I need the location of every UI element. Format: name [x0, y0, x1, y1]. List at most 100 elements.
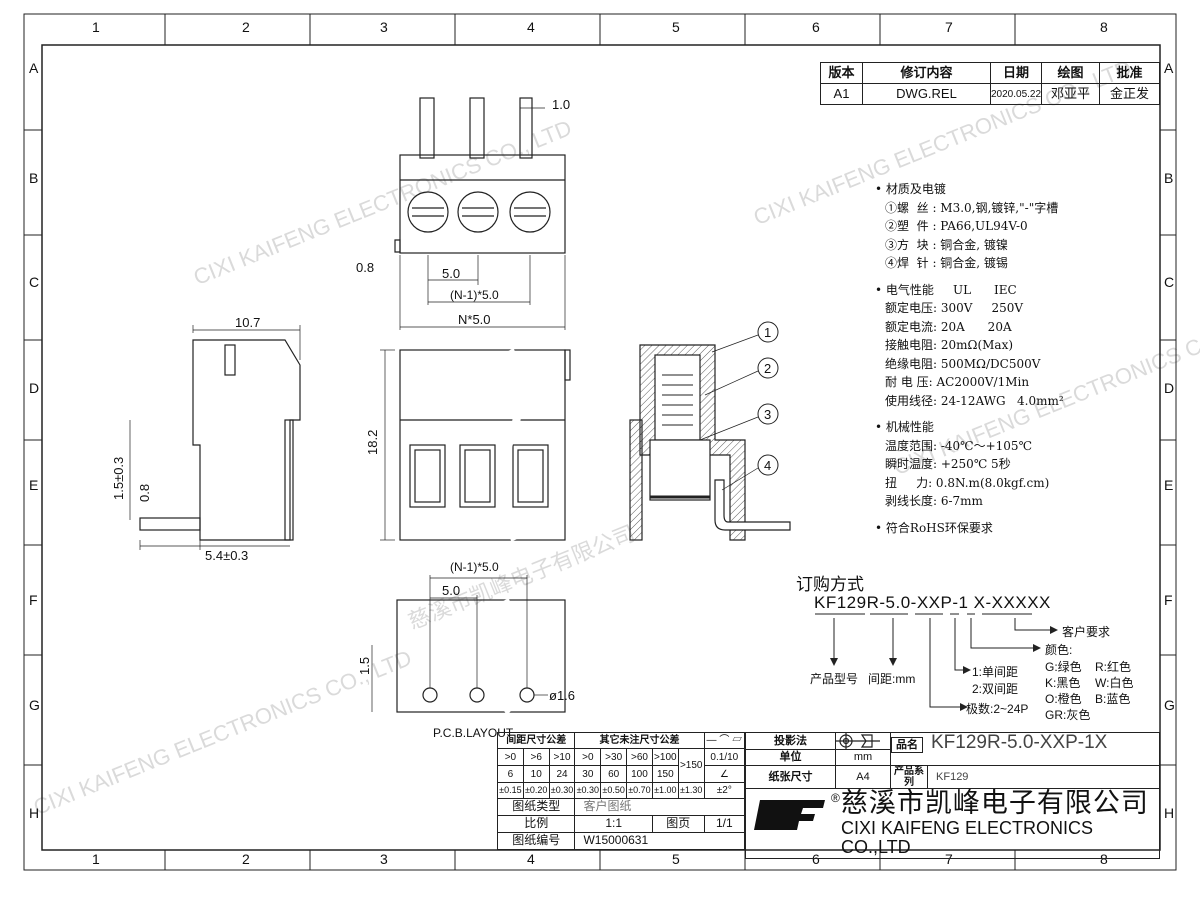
range-from: >10 — [548, 748, 576, 766]
callout-number: 4 — [764, 458, 771, 473]
titleblock-name-label: 品名 — [891, 737, 923, 753]
tolerance-value: ±0.15 — [497, 782, 524, 799]
titleblock-scale: 1:1 — [574, 815, 653, 833]
specs-rohs: 符合RoHS环保要求 — [885, 520, 993, 535]
dim-pcb-pitch: 5.0 — [442, 583, 460, 598]
grid-row-label: B — [29, 170, 38, 186]
ordering-colors-1: R:红色 — [1095, 660, 1132, 674]
revision-row-2: 2020.05.22 — [989, 83, 1043, 105]
dim-top-n1: (N-1)*5.0 — [450, 288, 499, 302]
dim-side-bottom: 5.4±0.3 — [205, 548, 248, 563]
ordering-arrows — [815, 613, 1050, 708]
specs-electrical-0: 额定电压: 300V 250V — [885, 301, 1024, 315]
tolerance-value: ±0.30 — [574, 782, 602, 799]
titleblock-unit-label: 单位 — [745, 749, 836, 766]
titleblock-number-label: 图纸编号 — [496, 832, 576, 850]
range-to: 150 — [651, 765, 679, 783]
titleblock-registered: ® — [831, 791, 841, 805]
flatness: 0.1/10 — [703, 748, 746, 766]
ordering-spacing1: 1:单间距 — [972, 665, 1019, 679]
revision-headers-3: 绘图 — [1041, 62, 1101, 84]
section-view — [629, 344, 791, 541]
dim-pcb-n1: (N-1)*5.0 — [450, 560, 499, 574]
revision-headers-1: 修订内容 — [862, 62, 991, 84]
grid-column-label: 7 — [945, 851, 953, 867]
range-to: 10 — [522, 765, 550, 783]
revision-row-0: A1 — [820, 83, 863, 105]
grid-row-label: G — [29, 697, 40, 713]
specs-mechanical-1: 瞬时温度: +250℃ 5秒 — [885, 457, 1011, 471]
specs-electrical-4: 耐 电 压: AC2000V/1Min — [885, 375, 1030, 389]
titleblock-paper: A4 — [835, 765, 891, 789]
grid-row-label: C — [1164, 274, 1174, 290]
tolerance-value: ±1.30 — [677, 782, 705, 799]
angle-tolerance: ±2° — [703, 782, 746, 799]
ordering-colors-4: O:橙色 — [1045, 692, 1082, 706]
grid-row-label: H — [29, 805, 39, 821]
titleblock-number: W15000631 — [574, 832, 745, 850]
revision-headers-4: 批准 — [1099, 62, 1160, 84]
company-name-en: CIXI KAIFENG ELECTRONICS CO.,LTD — [841, 817, 1094, 858]
ordering-colors-6: GR:灰色 — [1045, 708, 1091, 722]
side-view — [129, 325, 301, 550]
ordering-code: KF129R-5.0-XXP-1 X-XXXXX — [814, 593, 1051, 612]
dim-pcb-hole: ø1.6 — [549, 688, 575, 703]
grid-row-label: B — [1164, 170, 1173, 186]
grid-column-label: 1 — [92, 851, 100, 867]
grid-column-label: 6 — [812, 851, 820, 867]
dim-side-pin-length: 1.5±0.3 — [111, 457, 126, 500]
pcb-layout — [371, 575, 566, 715]
specs-electrical-5: 使用线径: 24-12AWG 4.0mm² — [885, 393, 1064, 408]
tolerance-geo-symbols: — ⌒ ▱ — [703, 732, 746, 749]
range-to: 24 — [548, 765, 576, 783]
ordering-customer: 客户要求 — [1062, 625, 1111, 639]
callout-circle — [757, 357, 779, 379]
grid-column-label: 7 — [945, 19, 953, 35]
callout-circle — [757, 321, 779, 343]
grid-column-label: 2 — [242, 19, 250, 35]
grid-column-label: 2 — [242, 851, 250, 867]
titleblock-type-label: 图纸类型 — [496, 798, 576, 816]
callout-circle — [757, 403, 779, 425]
grid-column-label: 3 — [380, 19, 388, 35]
dim-top-n: N*5.0 — [458, 312, 491, 327]
ordering-colors-0: G:绿色 — [1045, 660, 1082, 674]
titleblock-series: KF129 — [927, 765, 1160, 789]
ordering-title: 订购方式 — [796, 575, 864, 594]
part-callouts: 1 2 3 4 — [699, 321, 779, 491]
callout-number: 3 — [764, 407, 771, 422]
range-from: >60 — [626, 748, 653, 766]
dim-pin-width: 1.0 — [552, 97, 570, 112]
grid-column-label: 1 — [92, 19, 100, 35]
revision-row-1: DWG.REL — [862, 83, 991, 105]
specs-materials-0: ①螺 丝 : M3.0,钢,镀锌,"-"字槽 — [885, 200, 1059, 215]
callout-number: 2 — [764, 361, 771, 376]
ordering-colors-3: W:白色 — [1095, 676, 1134, 690]
specs-materials-3: ④焊 针 : 铜合金, 镀锡 — [885, 256, 1008, 270]
grid-row-label: G — [1164, 697, 1175, 713]
revision-row-3: 邓亚平 — [1041, 83, 1101, 105]
grid-column-label: 5 — [672, 851, 680, 867]
grid-row-label: C — [29, 274, 39, 290]
callout-circle — [757, 454, 779, 476]
grid-row-label: F — [1164, 592, 1173, 608]
ordering-colors-2: K:黑色 — [1045, 676, 1081, 690]
dim-side-depth: 10.7 — [235, 315, 260, 330]
specs-materials-2: ③方 块 : 铜合金, 镀镍 — [885, 237, 1008, 252]
grid-row-label: E — [1164, 477, 1173, 493]
specs-materials-title: 材质及电镀 — [885, 182, 946, 196]
ordering-pitch: 间距:mm — [868, 672, 916, 686]
titleblock-scale-label: 比例 — [496, 815, 576, 833]
product-name: KF129R-5.0-XXP-1X — [931, 732, 1108, 753]
callout-number: 1 — [764, 325, 771, 340]
company-name-cn: 慈溪市凯峰电子有限公司 — [840, 788, 1149, 818]
range-from: >6 — [522, 748, 550, 766]
specs-mechanical-title: 机械性能 — [885, 420, 934, 434]
titleblock-unit: mm — [835, 749, 891, 766]
grid-column-label: 6 — [812, 19, 820, 35]
titleblock-page-label: 图页 — [651, 815, 705, 833]
range-to: 6 — [497, 765, 524, 783]
front-view — [380, 348, 571, 542]
grid-column-label: 3 — [380, 851, 388, 867]
